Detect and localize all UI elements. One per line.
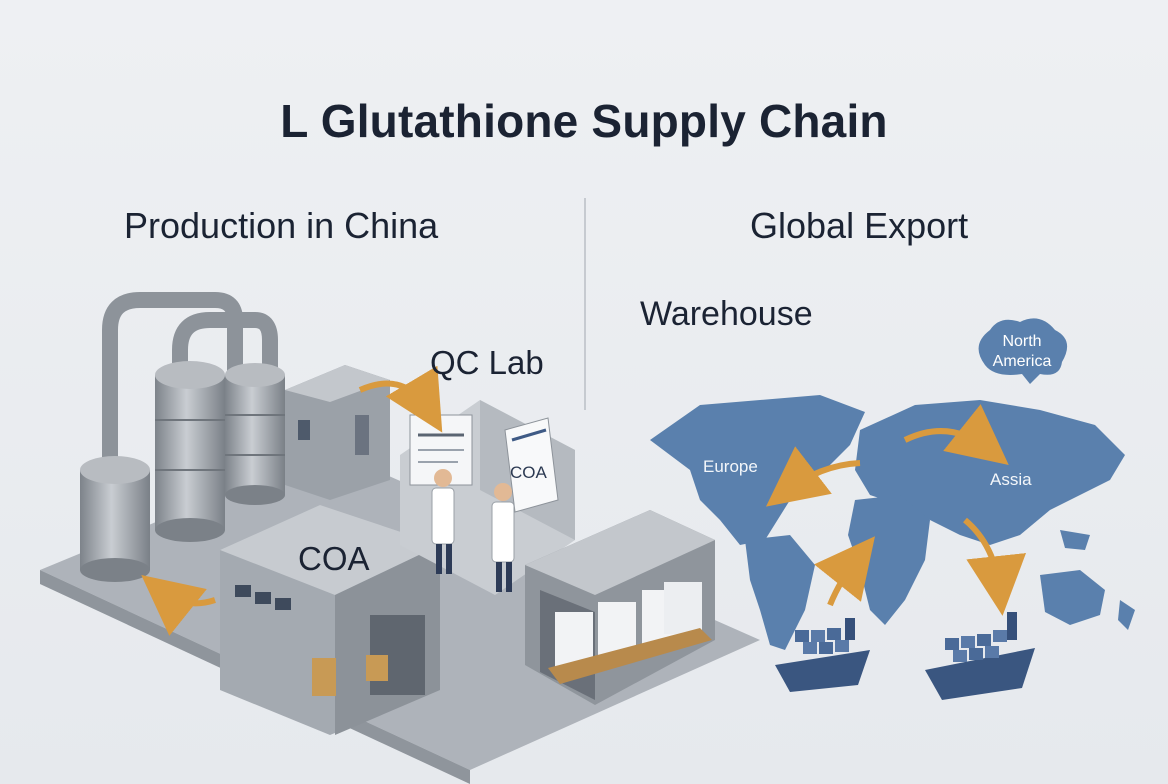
qc-lab-booth bbox=[400, 400, 575, 595]
production-heading: Production in China bbox=[124, 205, 439, 246]
export-heading: Global Export bbox=[750, 205, 969, 246]
asia-label: Assia bbox=[990, 470, 1032, 489]
page-title: L Glutathione Supply Chain bbox=[280, 95, 888, 147]
warehouse-label: Warehouse bbox=[640, 295, 813, 333]
reactor-tank bbox=[225, 363, 285, 505]
qc-lab-label: QC Lab bbox=[430, 344, 544, 381]
flow-arrow bbox=[358, 365, 443, 433]
lab-technician bbox=[431, 469, 455, 574]
lab-technician bbox=[491, 483, 515, 592]
reactor-tank bbox=[80, 456, 150, 582]
export-arrow bbox=[903, 404, 1009, 465]
cargo-ship bbox=[775, 618, 870, 692]
export-arrow bbox=[963, 517, 1027, 616]
north-america-cloud bbox=[978, 318, 1068, 384]
flow-arrow bbox=[141, 575, 216, 636]
world-map bbox=[650, 395, 1135, 650]
factory-pipes bbox=[102, 292, 278, 478]
coa-building bbox=[220, 505, 440, 735]
reactor-tank bbox=[155, 361, 225, 542]
coa-building-label: COA bbox=[298, 540, 370, 577]
export-arrow bbox=[765, 446, 861, 507]
export-arrow bbox=[814, 536, 875, 607]
warehouse-shed bbox=[525, 510, 715, 705]
north-america-label: North bbox=[1002, 333, 1041, 350]
cargo-ship bbox=[925, 612, 1035, 700]
europe-label: Europe bbox=[703, 457, 758, 476]
north-america-label: America bbox=[993, 353, 1052, 370]
control-building bbox=[285, 365, 390, 500]
coa-document-text: COA bbox=[510, 463, 548, 482]
